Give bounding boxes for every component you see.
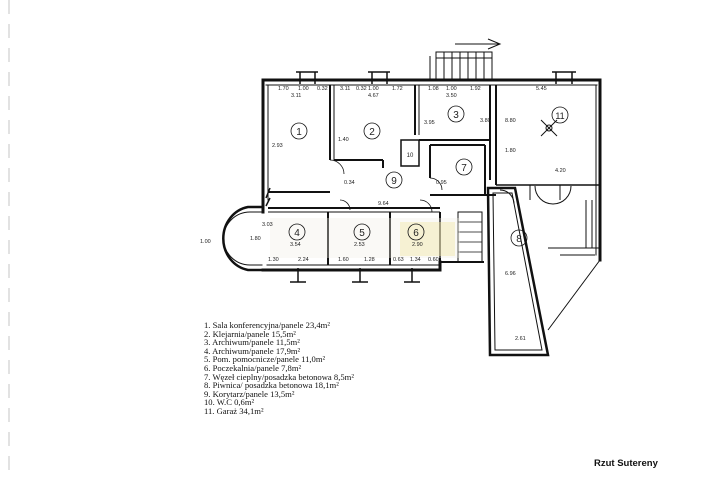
dim-misc-2: 1.40	[338, 137, 349, 143]
dim-garage-5: 8.80	[505, 118, 516, 124]
dim-garage-3: 2.61	[515, 336, 526, 342]
dim-misc-5: 3.95	[424, 120, 435, 126]
legend-item: 9. Korytarz/panele 13,5m²	[204, 388, 295, 399]
dim-lower-5: 2.24	[298, 257, 309, 263]
legend-item: 7. Węzeł cieplny/posadzka betonowa 8,5m²	[204, 371, 354, 382]
dim-room3-width: 3.50	[446, 93, 457, 99]
room-number-4: 4	[294, 228, 300, 239]
legend-item: 5. Pom. pomocnicze/panele 11,0m²	[204, 354, 326, 365]
dim-top-8: 1.08	[428, 86, 439, 92]
dim-room2-width: 4.67	[368, 93, 379, 99]
dim-lower-10: 0.60	[428, 257, 439, 263]
dim-garage-2: 1.80	[505, 148, 516, 154]
room-number-6: 6	[413, 228, 419, 239]
interior-walls	[268, 85, 600, 265]
legend-item: 11. Garaż 34,1m²	[204, 405, 264, 416]
legend-item: 1. Sala konferencyjna/panele 23,4m²	[204, 320, 330, 330]
legend-item: 3. Archiwum/panele 11,5m²	[204, 337, 300, 348]
dim-misc-4: 0.95	[436, 180, 447, 186]
dim-top-7: 1.72	[392, 86, 403, 92]
room-8-walls	[486, 186, 550, 357]
dim-misc-1: 1.00	[200, 239, 211, 245]
dim-left-1: 2.93	[272, 143, 283, 149]
dim-top-10: 1.92	[470, 86, 481, 92]
dim-garage-1: 4.20	[555, 168, 566, 174]
dim-corridor: 9.64	[378, 201, 389, 207]
plan-title: Rzut Sutereny	[594, 458, 658, 469]
door-swings	[329, 159, 443, 213]
room-numbers: 1 2 3 4 5 6 7 8 9 10 11	[288, 105, 569, 247]
dim-top-5: 0.32	[356, 86, 367, 92]
room-number-5: 5	[359, 228, 365, 239]
room-number-10: 10	[407, 153, 414, 159]
dim-top-3: 0.32	[317, 86, 328, 92]
garage-ramp	[529, 185, 601, 331]
dim-top-6: 1.00	[368, 86, 379, 92]
dim-top-2: 1.00	[298, 86, 309, 92]
dim-lower-7: 1.28	[364, 257, 375, 263]
room-number-3: 3	[453, 110, 459, 121]
dim-room3-height: 3.80	[480, 118, 491, 124]
top-stair	[429, 38, 502, 81]
dim-lower-2: 2.53	[354, 242, 365, 248]
dim-lower-3: 2.90	[412, 242, 423, 248]
dim-top-1: 1.70	[278, 86, 289, 92]
dimension-labels: 1.70 1.00 0.32 3.11 0.32 1.00 1.72 1.08 …	[200, 86, 566, 342]
garage-door-arcs	[499, 185, 572, 205]
legend-item: 8. Piwnica/ posadzka betonowa 18,1m²	[204, 380, 339, 391]
room-legend: 1. Sala konferencyjna/panele 23,4m² 2. K…	[204, 321, 504, 416]
room-number-7: 7	[461, 163, 467, 174]
dim-lower-1: 3.54	[290, 242, 301, 248]
dim-room1-width: 3.11	[291, 93, 301, 99]
dim-left-2: 1.80	[250, 236, 261, 242]
legend-item: 2. Klejarnia/panele 15,5m²	[204, 328, 296, 339]
legend-item: 10. W.C 0,6m²	[204, 397, 255, 408]
dim-misc-3: 0.34	[344, 180, 355, 186]
room-number-11: 11	[555, 111, 564, 121]
dim-garage-top: 5.45	[536, 86, 547, 92]
room-number-1: 1	[296, 127, 302, 138]
dim-top-4: 3.11	[340, 86, 350, 92]
dim-lower-4: 1.30	[268, 257, 279, 263]
dim-lower-8: 0.63	[393, 257, 404, 263]
room-number-8: 8	[516, 234, 522, 245]
legend-item: 4. Archiwum/panele 17,9m²	[204, 345, 301, 356]
room-number-2: 2	[369, 127, 375, 138]
dim-top-9: 1.00	[446, 86, 457, 92]
ceiling-light-symbol	[540, 119, 558, 137]
dim-left-3: 3.03	[262, 222, 273, 228]
dim-lower-6: 1.60	[338, 257, 349, 263]
dim-lower-9: 1.34	[410, 257, 421, 263]
dim-garage-4: 6.96	[505, 271, 516, 277]
window-marks	[265, 71, 576, 283]
legend-item: 6. Poczekalnia/panele 7,8m²	[204, 362, 302, 373]
room-number-9: 9	[391, 176, 397, 187]
